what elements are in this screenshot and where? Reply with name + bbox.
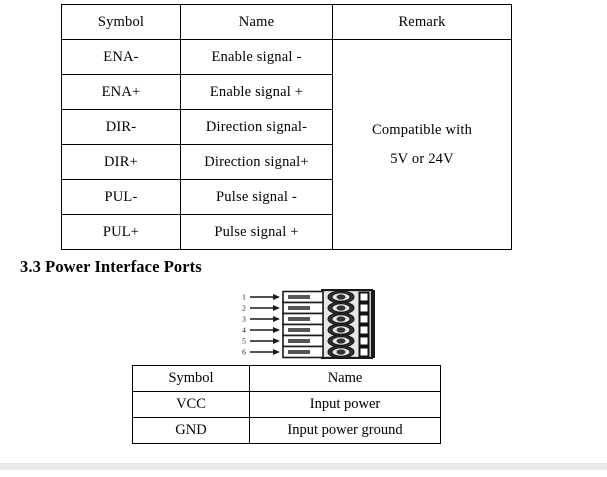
power-connector-diagram: 1 2 — [238, 288, 384, 360]
cell-symbol: PUL- — [61, 179, 181, 215]
table-row: ENA- Enable signal - Compatible with 5V … — [61, 39, 512, 250]
cell-name: Enable signal + — [180, 74, 333, 110]
remark-line-2: 5V or 24V — [390, 150, 454, 167]
wire-terminal-slot — [288, 328, 310, 332]
screw-terminal-inner — [336, 349, 346, 355]
power-interface-table: Symbol Name VCC Input power GND Input po… — [132, 365, 441, 444]
cell-remark-merged: Compatible with 5V or 24V — [332, 39, 512, 250]
page-footer-divider — [0, 463, 607, 470]
wire-terminal-slot — [288, 339, 310, 343]
cell-symbol: ENA+ — [61, 74, 181, 110]
pin-arrow-head — [273, 305, 280, 311]
connector-pin-row: 1 — [242, 290, 370, 304]
cell-name: Pulse signal + — [180, 214, 333, 250]
wire-terminal-slot — [288, 317, 310, 321]
pin-label: 4 — [242, 326, 246, 335]
cell-name: Direction signal+ — [180, 144, 333, 180]
cell-symbol: PUL+ — [61, 214, 181, 250]
pin-arrow-head — [273, 349, 280, 355]
screw-terminal-inner — [336, 316, 346, 322]
pin-arrow-head — [273, 294, 280, 300]
screw-terminal-inner — [336, 338, 346, 344]
pin-arrow-head — [273, 327, 280, 333]
connector-pad — [358, 324, 370, 336]
cell-symbol: VCC — [132, 391, 250, 418]
connector-pin-row: 3 — [242, 312, 370, 326]
wire-terminal-slot — [288, 306, 310, 310]
cell-symbol: DIR- — [61, 109, 181, 145]
table-header-row: Symbol Name — [132, 365, 441, 392]
column-header-symbol: Symbol — [61, 4, 181, 40]
column-header-name: Name — [180, 4, 333, 40]
table-row: PUL- Pulse signal - — [61, 179, 512, 215]
column-header-remark: Remark — [332, 4, 512, 40]
pin-arrow-head — [273, 338, 280, 344]
cell-symbol: GND — [132, 417, 250, 444]
table-row: VCC Input power — [132, 391, 441, 418]
signal-interface-table: Symbol Name Remark ENA- Enable signal - … — [61, 4, 512, 250]
column-header-name: Name — [249, 365, 441, 392]
cell-name: Input power — [249, 391, 441, 418]
connector-pin-row: 5 — [242, 334, 370, 348]
table-header-row: Symbol Name Remark — [61, 4, 512, 40]
connector-pin-row: 2 — [242, 301, 370, 315]
table-row: PUL+ Pulse signal + — [61, 214, 512, 250]
screw-terminal-inner — [336, 294, 346, 300]
cell-name: Direction signal- — [180, 109, 333, 145]
pin-label: 2 — [242, 304, 246, 313]
pin-label: 5 — [242, 337, 246, 346]
remark-line-1: Compatible with — [371, 122, 473, 139]
connector-right-edge — [372, 290, 375, 358]
cell-name: Enable signal - — [180, 39, 333, 75]
screw-terminal-inner — [336, 327, 346, 333]
cell-symbol: DIR+ — [61, 144, 181, 180]
connector-pad — [358, 313, 370, 325]
table-row: DIR- Direction signal- — [61, 109, 512, 145]
pin-label: 1 — [242, 293, 246, 302]
connector-pad — [358, 291, 370, 303]
wire-terminal-slot — [288, 295, 310, 299]
pin-label: 6 — [242, 348, 246, 357]
cell-name: Input power ground — [249, 417, 441, 444]
table-row: ENA+ Enable signal + — [61, 74, 512, 110]
connector-pin-rows: 1 2 — [242, 290, 370, 359]
pin-label: 3 — [242, 315, 246, 324]
table-row: DIR+ Direction signal+ — [61, 144, 512, 180]
connector-pin-row: 6 — [242, 345, 370, 359]
cell-name: Pulse signal - — [180, 179, 333, 215]
section-heading: 3.3 Power Interface Ports — [20, 257, 202, 276]
connector-pad — [358, 346, 370, 358]
column-header-symbol: Symbol — [132, 365, 250, 392]
connector-pad — [358, 302, 370, 314]
wire-terminal-slot — [288, 350, 310, 354]
table-row: GND Input power ground — [132, 417, 441, 444]
connector-pad — [358, 335, 370, 347]
connector-pin-row: 4 — [242, 323, 370, 337]
screw-terminal-inner — [336, 305, 346, 311]
pin-arrow-head — [273, 316, 280, 322]
connector-illustration: 1 2 — [242, 289, 375, 359]
cell-symbol: ENA- — [61, 39, 181, 75]
